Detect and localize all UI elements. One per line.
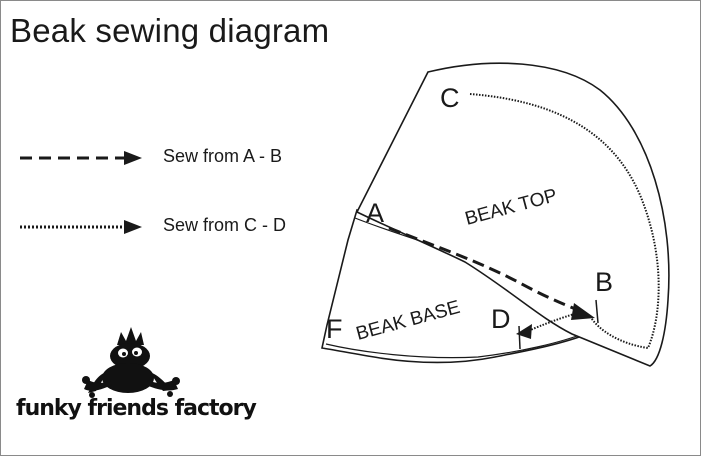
arrowhead-b [571,303,595,320]
beak-base-edge [325,331,589,359]
legend-label: Sew from C - D [163,215,287,235]
point-label-d: D [491,304,511,334]
page-title: Beak sewing diagram [10,12,330,49]
point-label-c: C [440,83,460,113]
seam-c-d [469,93,660,350]
marker-d [518,325,521,350]
seam-c-d [527,311,582,332]
point-label-f: F [326,314,343,344]
seam-a-b [388,226,579,312]
frog-crown-logo-icon [82,327,180,398]
legend-label: Sew from A - B [163,146,283,166]
beak-top-piece [355,62,670,367]
dashed-arrow-icon [20,151,142,165]
brand-name: funky friends factory [16,396,257,421]
point-label-a: A [366,198,384,228]
point-label-b: B [595,267,613,297]
marker-b [595,299,599,324]
dotted-arrow-icon [20,220,142,234]
